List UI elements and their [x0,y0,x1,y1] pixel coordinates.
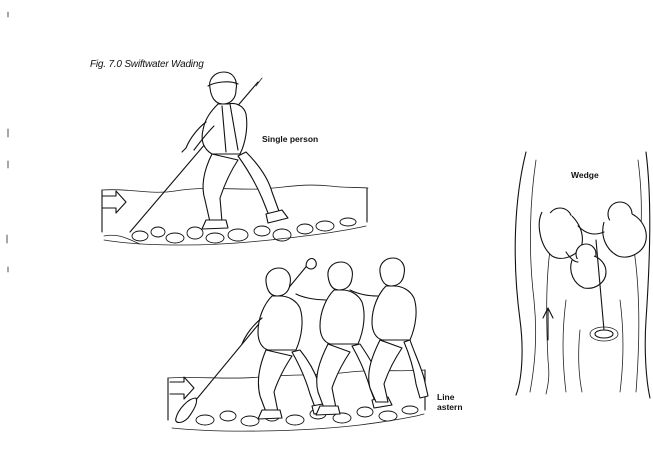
wedge-label: Wedge [571,170,599,180]
line-astern-illustration [168,258,428,431]
current-arrow-icon-3 [543,308,553,340]
riverbed-rocks [104,218,366,245]
margin-marks [7,12,8,272]
line-astern-label-line1: Line [437,392,463,402]
line-astern-label: Line astern [437,392,463,412]
single-person-label: Single person [262,134,318,144]
line-astern-label-line2: astern [437,402,463,412]
wedge-illustration [515,152,650,398]
single-person-illustration [102,72,368,245]
current-arrow-icon [102,191,126,213]
riverbed-rocks-2 [172,406,424,431]
current-arrow-icon-2 [170,377,194,399]
